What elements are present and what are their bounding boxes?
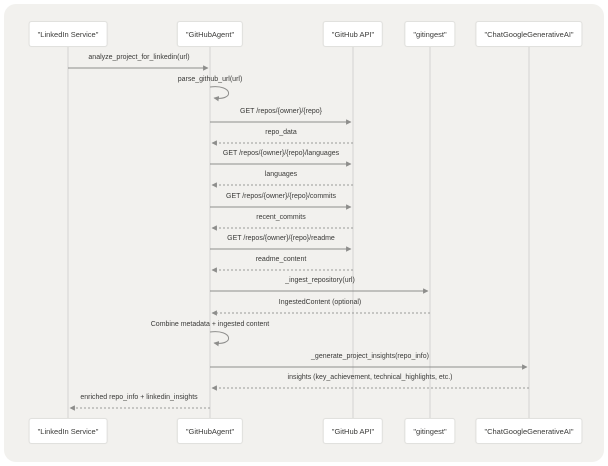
dotted-arrows bbox=[69, 140, 529, 411]
message-label-enriched: enriched repo_info + linkedin_insights bbox=[80, 394, 198, 401]
participant-linkedin-service-bottom: "LinkedIn Service" bbox=[28, 418, 108, 444]
participant-gitingest-bottom: "gitingest" bbox=[404, 418, 456, 444]
message-label-analyze: analyze_project_for_linkedin(url) bbox=[88, 54, 190, 61]
participant-github-api-top: "GitHub API" bbox=[322, 21, 384, 47]
message-label-repo-data: repo_data bbox=[265, 129, 297, 136]
self-loops bbox=[209, 86, 229, 347]
loop-parse-url bbox=[209, 86, 229, 102]
message-label-combine: Combine metadata + ingested content bbox=[150, 321, 270, 328]
participant-chatgoogle-top: "ChatGoogleGenerativeAI" bbox=[475, 21, 583, 47]
participant-chatgoogle-bottom: "ChatGoogleGenerativeAI" bbox=[475, 418, 583, 444]
message-label-recent-commits: recent_commits bbox=[256, 214, 306, 221]
message-label-readme-content: readme_content bbox=[255, 256, 307, 263]
message-label-parse-url: parse_github_url(url) bbox=[177, 76, 243, 83]
message-label-languages: languages bbox=[264, 171, 298, 178]
loop-combine bbox=[209, 331, 229, 347]
message-label-get-readme: GET /repos/{owner}/{repo}/readme bbox=[227, 235, 335, 242]
message-label-get-languages: GET /repos/{owner}/{repo}/languages bbox=[222, 150, 340, 157]
message-label-ingest-repo: _ingest_repository(url) bbox=[285, 277, 355, 284]
participant-githubagent-top: "GitHubAgent" bbox=[176, 21, 244, 47]
participant-github-api-bottom: "GitHub API" bbox=[322, 418, 384, 444]
message-label-get-repo: GET /repos/{owner}/{repo} bbox=[240, 108, 322, 115]
message-label-ingested-content: IngestedContent (optional) bbox=[278, 299, 362, 306]
message-label-insights: insights (key_achievement, technical_hig… bbox=[287, 374, 453, 381]
message-label-generate-insights: _generate_project_insights(repo_info) bbox=[311, 353, 429, 360]
participant-gitingest-top: "gitingest" bbox=[404, 21, 456, 47]
message-label-get-commits: GET /repos/{owner}/{repo}/commits bbox=[226, 193, 336, 200]
participant-linkedin-service-top: "LinkedIn Service" bbox=[28, 21, 108, 47]
participant-githubagent-bottom: "GitHubAgent" bbox=[176, 418, 244, 444]
solid-arrows bbox=[68, 65, 528, 370]
lifelines bbox=[67, 47, 530, 418]
diagram-canvas bbox=[4, 4, 604, 462]
